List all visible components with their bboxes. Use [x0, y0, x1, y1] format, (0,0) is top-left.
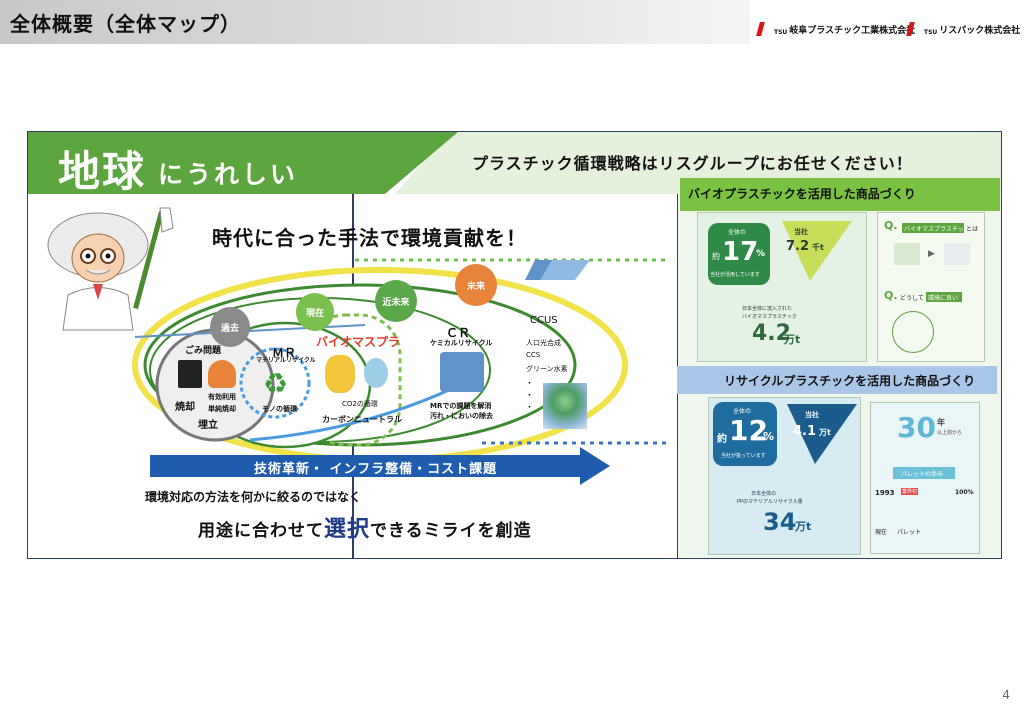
corn-icon [325, 355, 355, 393]
bio-product-bar [680, 178, 1000, 211]
gomi-bury: 埋立 [198, 420, 218, 431]
mr-title: ＭＲ [272, 346, 297, 360]
cr-subtitle: ケミカルリサイクル [430, 339, 493, 347]
timeline-future: 未来 [455, 264, 497, 306]
cr-title: ＣＲ [446, 326, 471, 340]
ccus-title: CCUS [530, 315, 558, 326]
recycle-product-bar [677, 366, 997, 394]
ccus-dot: ・ [526, 391, 533, 399]
trash-can-icon [178, 360, 202, 388]
product-icon [944, 243, 970, 265]
bio-co2: CO2の循環 [342, 400, 378, 408]
gomi-burn: 焼却 [175, 402, 195, 413]
banner-tab [28, 132, 458, 194]
globe-icon [543, 383, 587, 429]
cycle-icon [892, 311, 934, 353]
logo-rispack: TSU リスパック株式会社 [906, 20, 1020, 38]
bio-carbon: カーボンニュートラル [322, 415, 402, 424]
tech-bar-text: 技術革新・ インフラ整備・コスト課題 [254, 462, 498, 477]
cr-note2: 汚れ・においの除去 [430, 412, 493, 420]
gomi-title: ごみ問題 [185, 346, 222, 356]
closing-line2: 用途に合わせて選択できるミライを創造 [198, 517, 532, 542]
fire-icon [208, 360, 236, 388]
ccus-dot: ・ [526, 403, 533, 411]
bio-product-title: バイオプラスチックを活用した商品づくり [688, 187, 916, 201]
timeline-near-future: 近未来 [375, 280, 417, 322]
tech-arrow [150, 447, 610, 485]
gomi-use1: 有効利用 [208, 393, 236, 401]
recycle-product-title: リサイクルプラスチックを活用した商品づくり [724, 374, 976, 388]
ccus-item3: グリーン水素 [526, 365, 568, 373]
ccus-dot: ・ [526, 379, 533, 387]
recycle-icon: ♻ [263, 367, 289, 400]
pallet-history-card: 30 年 以上前から パレットの歩み 1993 業界初 100% 現在 パレット [870, 402, 980, 554]
bio-title: バイオマスプラ [316, 335, 401, 349]
bio-stat-card: 全体の 約 17 % 当社が活用しています 当社 7.2 千t 日本全体に流入さ… [697, 212, 867, 362]
recycle-stat-card: 全体の 約 12 % 当社が扱っています 当社 4.1 万t 日本全体の PPの… [708, 397, 861, 555]
timeline-present: 現在 [296, 293, 334, 331]
company-mark-icon [906, 22, 922, 36]
strategy-text: プラスチック循環戦略はリスグループにお任せください！ [472, 154, 913, 173]
closing-line1: 環境対応の方法を何かに絞るのではなく [145, 490, 362, 504]
ccus-item1: 人口光合成 [526, 339, 561, 347]
banner-sub: にうれしい [158, 160, 299, 189]
page-number: 4 [1002, 688, 1010, 702]
logo-gifu-plastic: TSU 岐阜プラスチック工業株式会社 [756, 20, 915, 38]
banner-main: 地球 [58, 147, 147, 196]
timeline-past: 過去 [210, 307, 250, 347]
pct-badge [713, 402, 777, 466]
plant-icon [894, 243, 920, 265]
arrow-right-icon: ▶ [928, 249, 935, 259]
ccus-item2: CCS [526, 351, 541, 359]
header-band [0, 0, 750, 44]
headline: 時代に合った手法で環境貢献を！ [212, 226, 527, 250]
circulation-diagram [132, 257, 670, 455]
mr-subtitle: マテリアルリサイクル [256, 357, 316, 364]
mr-mono: モノの循環 [262, 405, 297, 413]
bio-faq-card: Q. バイオマスプラスチック とは ▶ Q. どうして 環境に良い [877, 212, 985, 362]
energy-icon [364, 358, 388, 388]
page-title: 全体概要（全体マップ） [10, 12, 241, 36]
company-mark-icon [756, 22, 772, 36]
pct-badge [708, 223, 770, 285]
professor-mascot-icon [47, 207, 174, 331]
cr-note1: MRでの課題を解消 [430, 402, 492, 410]
factory-icon [440, 352, 484, 392]
gomi-use2: 単純焼却 [208, 405, 236, 413]
